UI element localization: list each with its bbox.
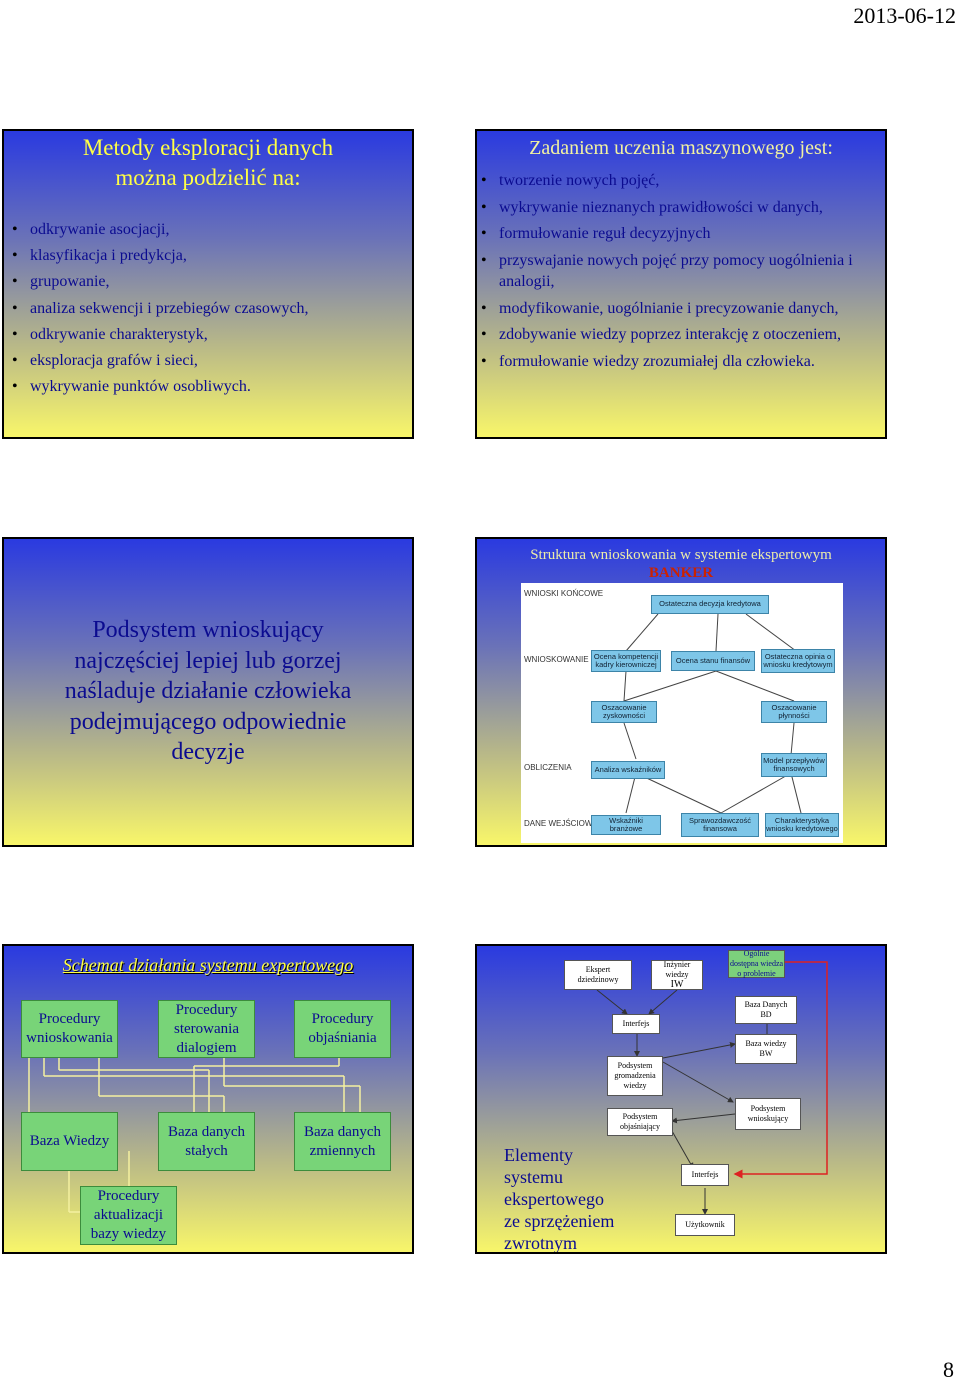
node-uzytkownik: Użytkownik (675, 1214, 735, 1236)
list-item: formułowanie wiedzy zrozumiałej dla czło… (477, 351, 885, 373)
banker-node: Charakterystyka wniosku kredytowego (765, 813, 839, 837)
list-item: grupowanie, (8, 269, 412, 295)
node-interfejs-bottom: Interfejs (681, 1164, 729, 1186)
node-ogolnie-dostepna: Ogólnie dostępna wiedza o problemie (728, 949, 785, 978)
slide-text: Podsystem wnioskujący najczęściej lepiej… (64, 617, 352, 765)
page-number: 8 (943, 1357, 954, 1382)
level-label: OBLICZENIA (524, 763, 572, 772)
slide-title: Zadaniem uczenia maszynowego jest: (529, 137, 833, 159)
banker-node: Wskaźniki branżowe (591, 815, 661, 835)
level-label: WNIOSKOWANIE (524, 655, 589, 664)
node-podsystem-wnioskujacy: Podsystem wnioskujący (735, 1098, 801, 1130)
list-item: zdobywanie wiedzy poprzez interakcję z o… (477, 324, 885, 346)
slide-machine-learning: Zadaniem uczenia maszynowego jest: tworz… (475, 129, 887, 439)
banker-node: Oszacowanie zyskowności (591, 701, 657, 723)
list-item: wykrywanie nieznanych prawidłowości w da… (477, 197, 885, 219)
list-item: tworzenie nowych pojęć, (477, 170, 885, 192)
banker-node: Analiza wskaźników (591, 761, 665, 779)
slide-title: Metody eksploracji danych można podzieli… (82, 135, 334, 190)
level-label: DANE WEJŚCIOWE (524, 819, 598, 828)
list-item: klasyfikacja i predykcja, (8, 243, 412, 269)
banker-node: Ocena kompetencji kadry kierowniczej (591, 650, 661, 672)
bullet-list: odkrywanie asocjacji, klasyfikacja i pre… (4, 217, 412, 401)
box-procedury-objasniania: Procedury objaśniania (294, 1000, 391, 1058)
slide-expert-system-feedback: Ekspert dziedzinowy Inżynier wiedzy IW O… (475, 944, 887, 1254)
banker-diagram: WNIOSKI KOŃCOWE WNIOSKOWANIE OBLICZENIA … (521, 583, 843, 843)
banker-node: Oszacowanie płynności (761, 701, 827, 723)
node-podsystem-objasniajacy: Podsystem objaśniający (607, 1108, 673, 1136)
slide-expert-system-schema: Schemat działania systemu expertowego Pr… (2, 944, 414, 1254)
schema-connectors (28, 1058, 361, 1213)
date-header: 2013-06-12 (853, 3, 956, 28)
box-baza-wiedzy: Baza Wiedzy (21, 1112, 118, 1171)
slide-methods: Metody eksploracji danych można podzieli… (2, 129, 414, 439)
bullet-list: tworzenie nowych pojęć, wykrywanie niezn… (477, 170, 885, 372)
level-label: WNIOSKI KOŃCOWE (524, 589, 604, 598)
banker-node: Sprawozdawczość finansowa (681, 813, 759, 837)
list-item: wykrywanie punktów osobliwych. (8, 374, 412, 400)
banker-node: Model przepływów finansowych (761, 753, 827, 777)
slide-subtitle: BANKER (648, 565, 714, 581)
list-item: analiza sekwencji i przebiegów czasowych… (8, 296, 412, 322)
box-procedury-sterowania: Procedury sterowania dialogiem (158, 1000, 255, 1058)
box-baza-danych-zmiennych: Baza danych zmiennych (294, 1112, 391, 1171)
slide-banker-structure: Struktura wnioskowania w systemie eksper… (475, 537, 887, 847)
slide-title: Struktura wnioskowania w systemie eksper… (530, 547, 832, 563)
list-item: formułowanie reguł decyzyjnych (477, 223, 885, 245)
slide-reasoning-subsystem: Podsystem wnioskujący najczęściej lepiej… (2, 537, 414, 847)
slide-caption: Elementy systemu ekspertowego ze sprzęże… (504, 1145, 615, 1253)
list-item: odkrywanie charakterystyk, (8, 322, 412, 348)
box-baza-danych-stalych: Baza danych stałych (158, 1112, 255, 1171)
list-item: modyfikowanie, uogólnianie i precyzowani… (477, 298, 885, 320)
banker-connectors (623, 613, 802, 814)
node-baza-danych: Baza Danych BD (735, 996, 797, 1024)
box-procedury-wnioskowania: Procedury wnioskowania (21, 1000, 118, 1058)
node-podsystem-gromadzenia: Podsystem gromadzenia wiedzy (607, 1056, 663, 1096)
slide-title: Schemat działania systemu expertowego (62, 955, 354, 975)
banker-node: Ostateczna opinia o wniosku kredytowym (761, 649, 835, 673)
node-ekspert: Ekspert dziedzinowy (564, 960, 632, 990)
banker-node: Ostateczna decyzja kredytowa (651, 595, 769, 614)
node-interfejs-top: Interfejs (612, 1014, 660, 1034)
node-baza-wiedzy: Baza wiedzy BW (735, 1034, 797, 1064)
box-procedury-aktualizacji: Procedury aktualizacji bazy wiedzy (80, 1186, 177, 1245)
feedback-connectors (596, 961, 828, 1215)
banker-node: Ocena stanu finansów (671, 651, 755, 671)
node-inzynier: Inżynier wiedzy IW (651, 960, 703, 990)
list-item: odkrywanie asocjacji, (8, 217, 412, 243)
list-item: przyswajanie nowych pojęć przy pomocy uo… (477, 250, 885, 293)
list-item: eksploracja grafów i sieci, (8, 348, 412, 374)
